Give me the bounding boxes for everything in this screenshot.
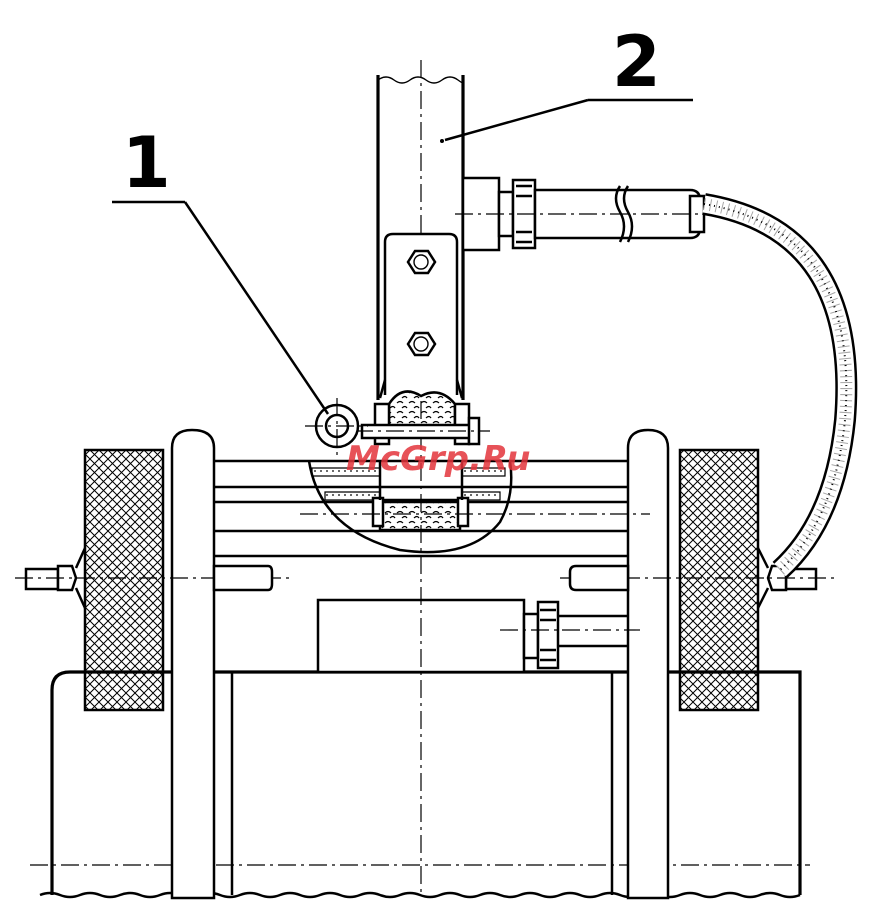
clamp-assembly <box>355 392 490 445</box>
lower-sensor <box>318 600 640 672</box>
right-pad <box>680 450 758 710</box>
left-pad <box>85 450 163 710</box>
left-post <box>172 430 214 898</box>
bracket <box>380 234 462 398</box>
sensor-2-connector <box>455 178 720 250</box>
watermark-text: McGrp.Ru <box>346 439 530 479</box>
callout-label-1: 1 <box>122 122 171 204</box>
right-post <box>628 430 668 898</box>
callout-label-2: 2 <box>612 21 661 103</box>
